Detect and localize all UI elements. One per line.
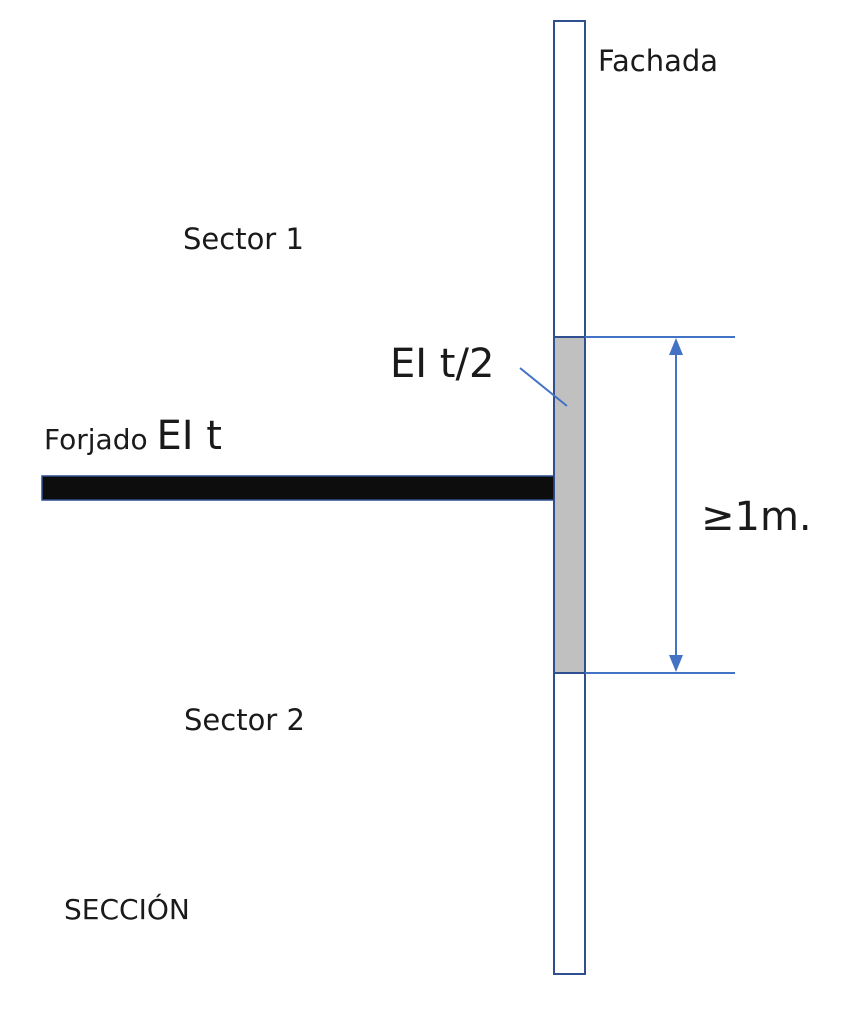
slab-forjado [41,475,555,501]
dimension-arrowhead-top [669,338,683,355]
sector-2-label: Sector 2 [184,703,305,737]
facade-label: Fachada [598,44,719,78]
band-label-leader [519,367,568,407]
section-label: SECCIÓN [64,893,190,926]
dimension-arrowhead-bottom [669,655,683,672]
slab-label: Forjado EI t [44,416,222,456]
band-dimension-label: ≥1m. [701,494,812,540]
band-rating-label: EI t/2 [390,341,495,387]
fire-resistant-band [553,336,586,674]
slab-rating-label: EI t [156,413,222,459]
slab-label-prefix: Forjado [44,423,157,456]
sector-1-label: Sector 1 [183,222,304,256]
